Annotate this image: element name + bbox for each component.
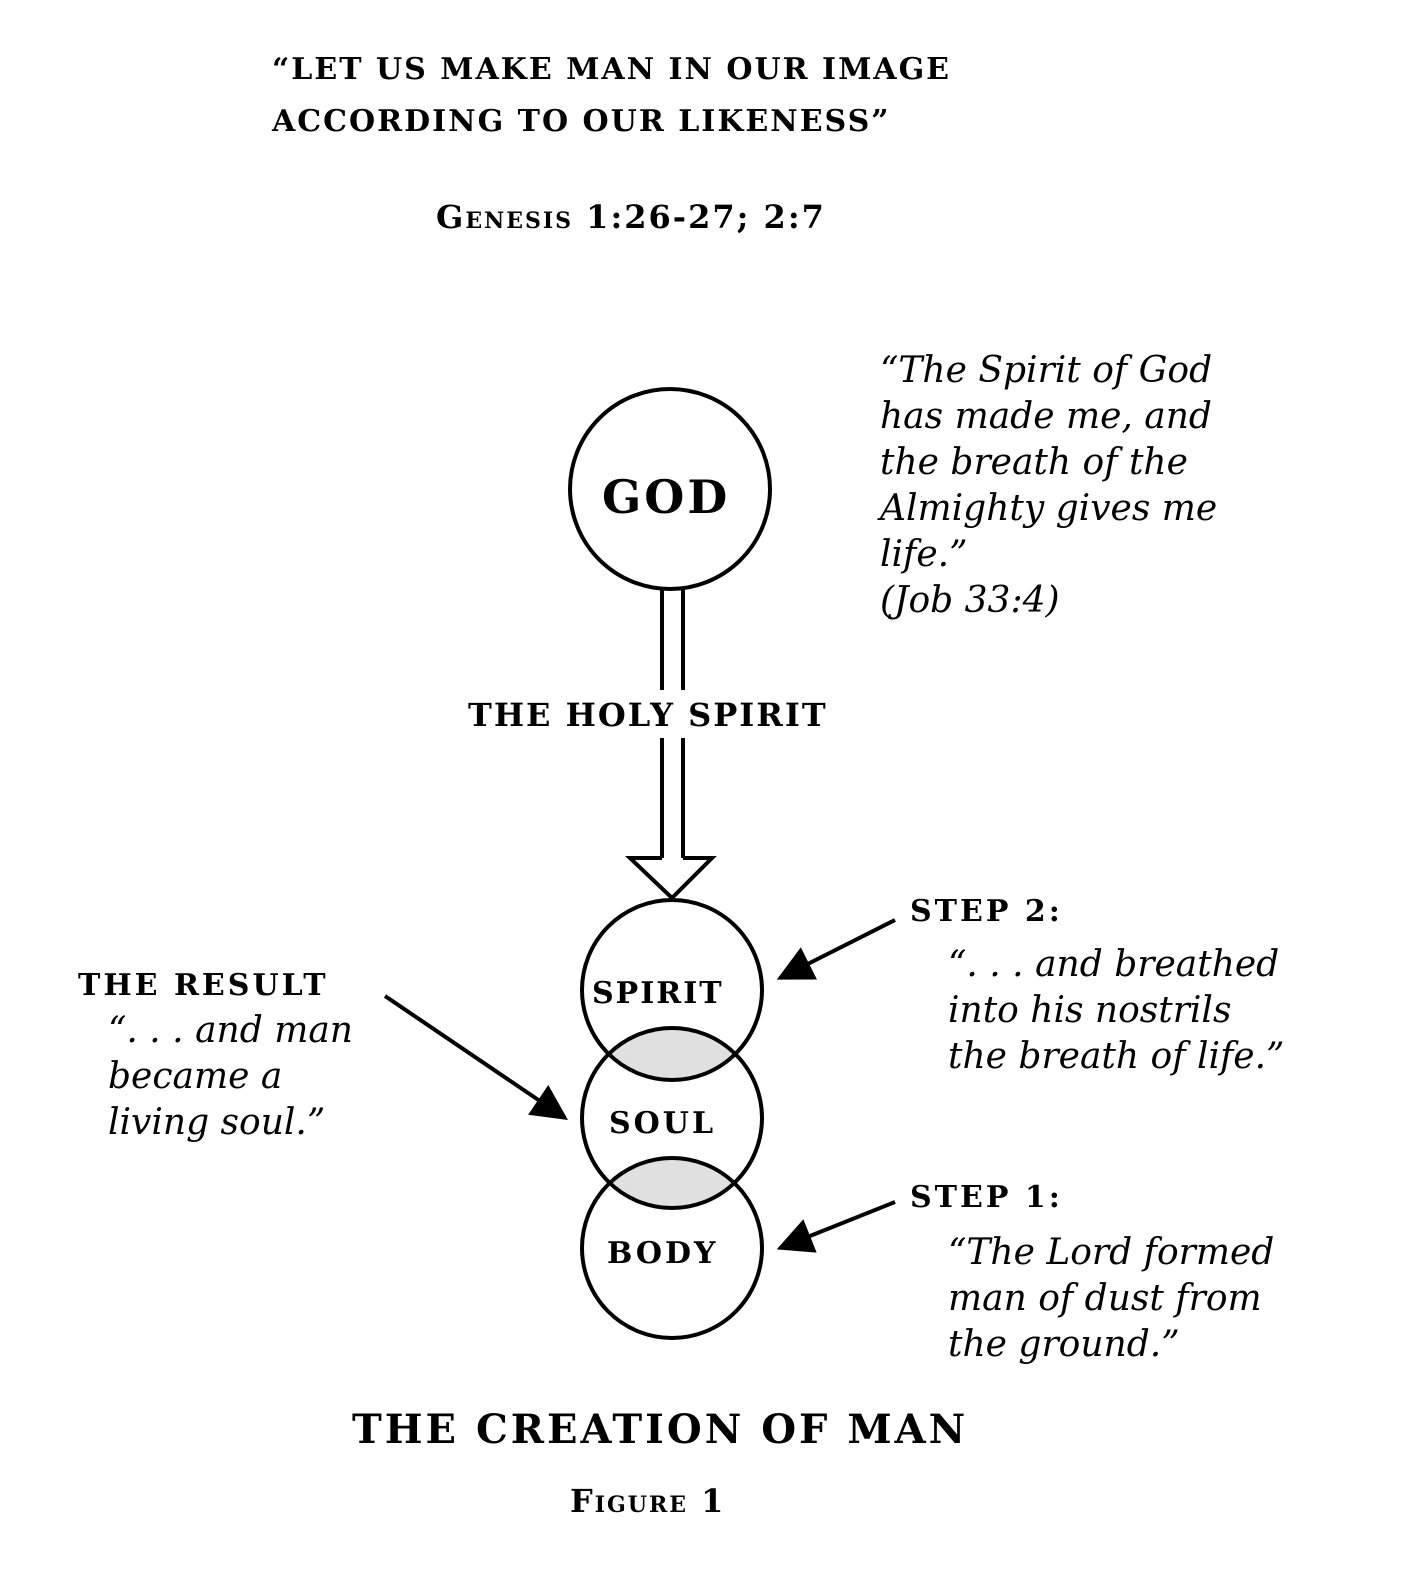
job-quote-line: Almighty gives me bbox=[880, 488, 1218, 529]
job-quote-line: “The Spirit of God bbox=[880, 350, 1213, 391]
step1-quote-line: man of dust from bbox=[948, 1278, 1262, 1319]
step2-quote-line: the breath of life.” bbox=[948, 1036, 1285, 1077]
figure-number: Figure 1 bbox=[570, 1482, 726, 1520]
step2-quote: “. . . and breathed into his nostrils th… bbox=[948, 942, 1284, 1080]
result-quote-line: living soul.” bbox=[108, 1102, 326, 1143]
header-line-1: “LET US MAKE MAN IN OUR IMAGE bbox=[272, 52, 952, 87]
result-label: THE RESULT bbox=[78, 968, 329, 1003]
result-quote: “. . . and man became a living soul.” bbox=[108, 1008, 353, 1146]
step1-arrow bbox=[776, 1200, 896, 1253]
job-quote-line: (Job 33:4) bbox=[880, 580, 1060, 621]
body-circle bbox=[580, 1156, 764, 1340]
scripture-reference: Genesis 1:26-27; 2:7 bbox=[436, 198, 826, 236]
header-line-2: ACCORDING TO OUR LIKENESS” bbox=[272, 104, 891, 139]
god-circle bbox=[568, 387, 772, 591]
step2-label: STEP 2: bbox=[910, 894, 1063, 929]
body-label: BODY bbox=[607, 1236, 719, 1271]
step1-quote: “The Lord formed man of dust from the gr… bbox=[948, 1230, 1274, 1368]
step2-arrow bbox=[776, 918, 896, 980]
soul-label: SOUL bbox=[609, 1106, 717, 1141]
result-quote-line: became a bbox=[108, 1056, 283, 1097]
step1-quote-line: “The Lord formed bbox=[948, 1232, 1275, 1273]
soul-circle bbox=[580, 1026, 764, 1210]
spirit-label: SPIRIT bbox=[592, 976, 724, 1011]
holy-spirit-arrow-head bbox=[625, 856, 717, 901]
job-quote: “The Spirit of God has made me, and the … bbox=[880, 348, 1217, 624]
figure-title: THE CREATION OF MAN bbox=[352, 1406, 969, 1453]
step2-quote-line: “. . . and breathed bbox=[948, 944, 1280, 985]
god-label: GOD bbox=[602, 470, 731, 524]
job-quote-line: has made me, and bbox=[880, 396, 1212, 437]
step1-quote-line: the ground.” bbox=[948, 1324, 1180, 1365]
job-quote-line: the breath of the bbox=[880, 442, 1188, 483]
result-quote-line: “. . . and man bbox=[108, 1010, 353, 1051]
step1-label: STEP 1: bbox=[910, 1180, 1063, 1215]
holy-spirit-label: THE HOLY SPIRIT bbox=[468, 696, 828, 734]
spirit-circle bbox=[580, 898, 764, 1082]
result-arrow bbox=[383, 994, 568, 1121]
job-quote-line: life.” bbox=[880, 534, 968, 575]
step2-quote-line: into his nostrils bbox=[948, 990, 1232, 1031]
